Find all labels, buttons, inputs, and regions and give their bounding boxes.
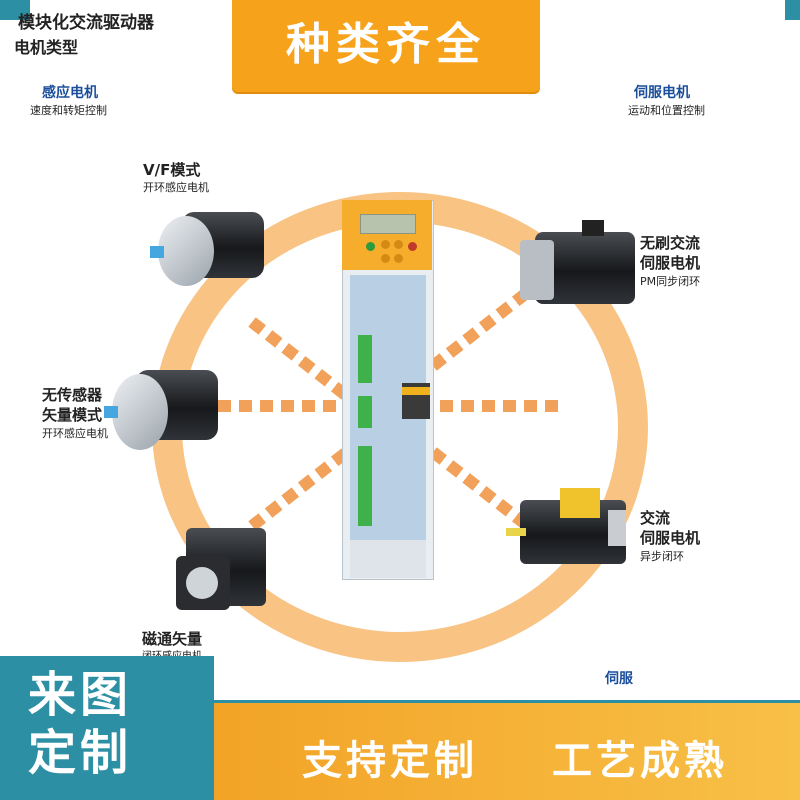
brushless-title-2: 伺服电机 bbox=[640, 254, 701, 272]
servo-motor-subtitle: 运动和位置控制 bbox=[628, 104, 705, 117]
vf-motor-shaft bbox=[150, 246, 164, 258]
servo-bottom-title: 伺服 bbox=[605, 671, 633, 687]
strip-text-1: 支持定制 bbox=[302, 738, 478, 784]
drive-start-button bbox=[366, 242, 375, 251]
drive-brand-tag bbox=[402, 387, 430, 395]
drive-display bbox=[360, 214, 416, 234]
sensorless-motor-shaft bbox=[104, 406, 118, 418]
sensorless-label: 无传感器 矢量模式 开环感应电机 bbox=[42, 385, 108, 441]
drive-key bbox=[394, 254, 403, 263]
induction-motor-subtitle: 速度和转矩控制 bbox=[30, 104, 107, 117]
brushless-title-1: 无刷交流 bbox=[640, 234, 701, 252]
ac-servo-warning-label bbox=[560, 488, 600, 518]
ac-servo-shaft bbox=[506, 528, 526, 536]
bottom-orange-strip bbox=[214, 700, 800, 800]
ac-servo-label: 交流 伺服电机 异步闭环 bbox=[640, 508, 700, 564]
custom-line-2: 定制 bbox=[28, 725, 133, 781]
brushless-servo-connector bbox=[582, 220, 604, 236]
strip-text-2: 工艺成熟 bbox=[552, 738, 728, 784]
drive-key bbox=[381, 254, 390, 263]
sensorless-title-2: 矢量模式 bbox=[42, 406, 103, 424]
drive-base bbox=[350, 540, 426, 578]
ac-servo-title-1: 交流 bbox=[640, 509, 671, 527]
servo-motor-title: 伺服电机 bbox=[634, 85, 690, 101]
banner-title: 种类齐全 bbox=[286, 19, 486, 70]
connector-left bbox=[218, 400, 336, 412]
terminal-block bbox=[358, 446, 372, 526]
terminal-block bbox=[358, 396, 372, 428]
drive-stop-button bbox=[408, 242, 417, 251]
sensorless-subtitle: 开环感应电机 bbox=[42, 427, 108, 440]
top-banner bbox=[232, 0, 540, 92]
flux-title: 磁通矢量 bbox=[142, 630, 203, 648]
custom-line-1: 来图 bbox=[28, 667, 133, 723]
ac-servo-title-2: 伺服电机 bbox=[640, 529, 701, 547]
header-line1: 模块化交流驱动器 bbox=[18, 13, 154, 33]
sensorless-title-1: 无传感器 bbox=[42, 386, 103, 404]
header-line2: 电机类型 bbox=[14, 38, 79, 57]
bottom-left-block bbox=[0, 656, 214, 800]
brushless-label: 无刷交流 伺服电机 PM同步闭环 bbox=[640, 233, 700, 289]
vf-mode-label: V/F模式 开环感应电机 bbox=[143, 161, 209, 197]
connector-right bbox=[440, 400, 560, 412]
terminal-block bbox=[358, 335, 372, 383]
bottom-left-text: 来图 定制 bbox=[28, 666, 132, 782]
vf-mode-title: V/F模式 bbox=[143, 161, 201, 179]
vf-motor-face bbox=[158, 216, 214, 286]
bottom-strip-line bbox=[214, 700, 800, 703]
sensorless-motor-face bbox=[112, 374, 168, 450]
flux-motor-face bbox=[186, 567, 218, 599]
ac-servo-subtitle: 异步闭环 bbox=[640, 550, 684, 563]
ac-servo-endcap bbox=[608, 510, 626, 546]
brushless-servo-flange bbox=[520, 240, 554, 300]
drive-key bbox=[381, 240, 390, 249]
brushless-subtitle: PM同步闭环 bbox=[640, 275, 701, 288]
vf-mode-subtitle: 开环感应电机 bbox=[143, 181, 209, 194]
drive-key bbox=[394, 240, 403, 249]
induction-motor-title: 感应电机 bbox=[42, 85, 98, 101]
